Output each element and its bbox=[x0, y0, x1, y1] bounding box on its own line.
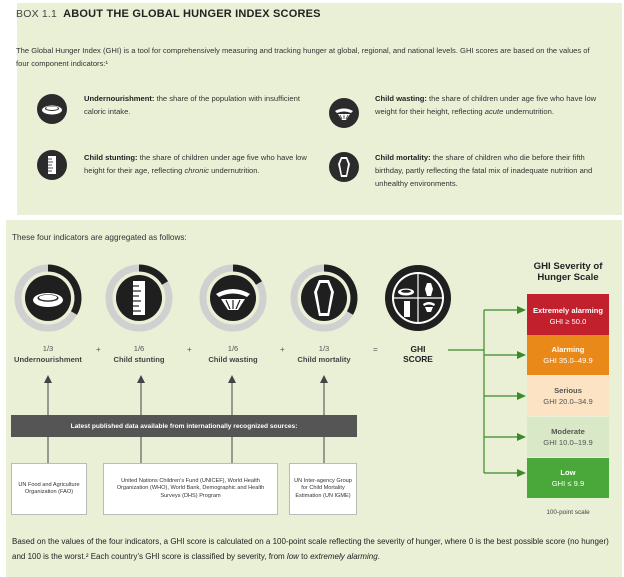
severity-range: GHI ≤ 9.9 bbox=[551, 479, 585, 488]
ghi-score-ring bbox=[385, 265, 451, 331]
weight-arc bbox=[47, 264, 82, 315]
score-label: SCORE bbox=[403, 354, 433, 364]
plus-operator: + bbox=[96, 345, 101, 354]
plus-operator: + bbox=[280, 345, 285, 354]
ghi-label: GHI bbox=[410, 344, 426, 354]
child-mortality-ring bbox=[290, 264, 358, 332]
plate-icon bbox=[37, 94, 67, 124]
box-heading: ABOUT THE GLOBAL HUNGER INDEX SCORES bbox=[63, 8, 321, 20]
info-box bbox=[17, 3, 622, 215]
source-unicef-who: United Nations Children’s Fund (UNICEF),… bbox=[103, 463, 278, 515]
component-fraction: 1/6 bbox=[227, 344, 239, 353]
severity-range: GHI ≥ 50.0 bbox=[549, 316, 587, 326]
component-label-wasting: 1/6 Child wasting bbox=[191, 344, 275, 364]
indicator-name: Child mortality: bbox=[375, 153, 431, 162]
indicator-emphasis: acute bbox=[484, 107, 504, 116]
footer-mid: to bbox=[298, 552, 311, 561]
footer-high: extremely alarming bbox=[310, 552, 378, 561]
component-name: Child stunting bbox=[113, 355, 165, 364]
box-title: BOX 1.1 ABOUT THE GLOBAL HUNGER INDEX SCO… bbox=[16, 8, 321, 20]
severity-range: GHI 35.0–49.9 bbox=[543, 356, 593, 365]
footer-body: Based on the values of the four indicato… bbox=[12, 537, 609, 561]
undernourishment-ring bbox=[14, 264, 82, 332]
footer-text: Based on the values of the four indicato… bbox=[12, 534, 612, 564]
indicator-undernourishment: Undernourishment: the share of the popul… bbox=[84, 92, 324, 118]
component-fraction: 1/3 bbox=[42, 344, 54, 353]
weight-arc bbox=[138, 264, 169, 285]
component-label-stunting: 1/6 Child stunting bbox=[97, 344, 181, 364]
footer-low: low bbox=[286, 552, 299, 561]
arrowhead bbox=[517, 433, 526, 441]
scale-note: 100-point scale bbox=[546, 509, 590, 516]
box-intro: The Global Hunger Index (GHI) is a tool … bbox=[16, 46, 590, 68]
aggregation-intro: These four indicators are aggregated as … bbox=[12, 233, 187, 242]
component-fraction: 1/3 bbox=[318, 344, 330, 353]
arrowhead bbox=[517, 392, 526, 400]
source-un-igme: UN Inter-agency Group for Child Mortalit… bbox=[289, 463, 357, 515]
weight-arc bbox=[323, 264, 358, 315]
indicator-name: Child wasting: bbox=[375, 94, 427, 103]
footer-end: . bbox=[377, 552, 380, 561]
severity-name: Low bbox=[560, 468, 576, 477]
ghi-score-label: GHI SCORE bbox=[393, 344, 443, 364]
indicator-desc: the share of the population with insuffi… bbox=[84, 94, 300, 116]
indicator-child-mortality: Child mortality: the share of children w… bbox=[375, 151, 615, 190]
child-wasting-ring bbox=[199, 264, 267, 332]
severity-scale-title: GHI Severity of Hunger Scale bbox=[533, 261, 603, 283]
component-fraction: 1/6 bbox=[133, 344, 145, 353]
severity-name: Extremely alarming bbox=[532, 305, 604, 315]
indicator-desc-end: undernutrition. bbox=[503, 107, 554, 116]
source-fao: UN Food and Agriculture Organization (FA… bbox=[11, 463, 87, 515]
box-number: BOX 1.1 bbox=[16, 8, 58, 20]
indicator-name: Undernourishment: bbox=[84, 94, 155, 103]
indicator-desc: the share of children who die before the… bbox=[375, 153, 593, 188]
arrowhead bbox=[517, 306, 526, 314]
arrowhead bbox=[517, 469, 526, 477]
component-name: Undernourishment bbox=[14, 355, 82, 364]
equals-operator: = bbox=[373, 345, 378, 354]
indicator-emphasis: chronic bbox=[184, 166, 209, 175]
arrowhead bbox=[517, 351, 526, 359]
indicator-desc-end: undernutrition. bbox=[208, 166, 260, 175]
coffin-icon bbox=[329, 152, 359, 182]
indicator-child-stunting: Child stunting: the share of children un… bbox=[84, 151, 324, 177]
indicator-desc: the share of children under age five who… bbox=[84, 153, 307, 175]
plus-operator: + bbox=[187, 345, 192, 354]
indicator-desc: the share of children under age five who… bbox=[375, 94, 597, 116]
severity-name: Serious bbox=[554, 386, 582, 395]
weight-arc bbox=[232, 264, 263, 285]
sources-bar: Latest published data available from int… bbox=[11, 415, 357, 437]
severity-name: Alarming bbox=[551, 345, 585, 354]
severity-name: Moderate bbox=[551, 427, 585, 436]
ruler-icon bbox=[37, 150, 67, 180]
scale-icon bbox=[329, 98, 359, 128]
severity-range: GHI 20.0–34.9 bbox=[543, 397, 593, 406]
indicator-child-wasting: Child wasting: the share of children und… bbox=[375, 92, 615, 118]
component-name: Child wasting bbox=[208, 355, 258, 364]
child-stunting-ring bbox=[105, 264, 173, 332]
severity-range: GHI 10.0–19.9 bbox=[543, 438, 593, 447]
component-label-undernourishment: 1/3 Undernourishment bbox=[6, 344, 90, 364]
indicator-name: Child stunting: bbox=[84, 153, 138, 162]
component-name: Child mortality bbox=[297, 355, 351, 364]
component-label-mortality: 1/3 Child mortality bbox=[282, 344, 366, 364]
